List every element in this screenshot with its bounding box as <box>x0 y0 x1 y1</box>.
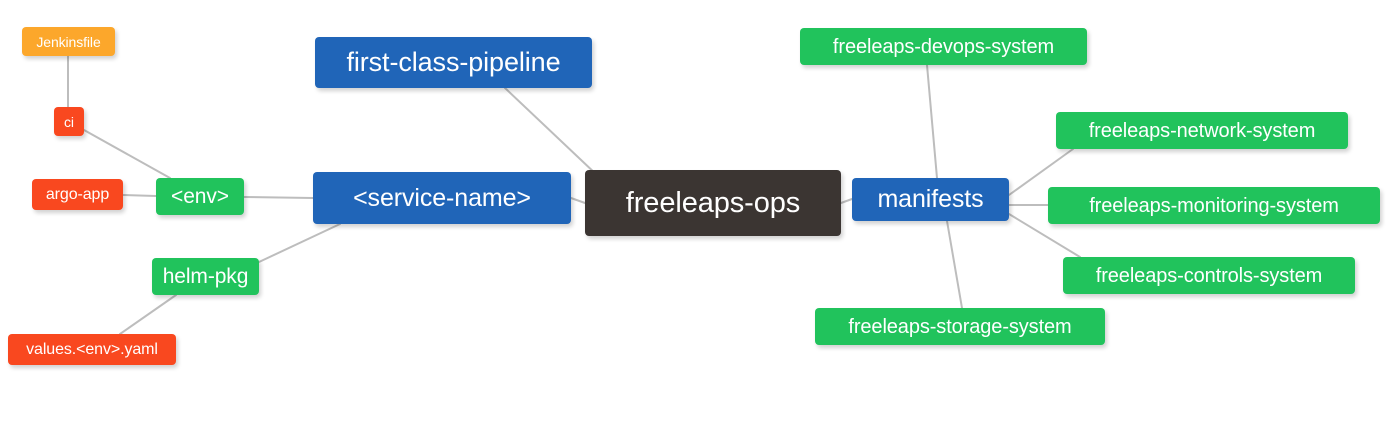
node-label-jenkinsfile: Jenkinsfile <box>36 33 101 50</box>
node-root[interactable]: freeleaps-ops <box>585 170 841 236</box>
edge-service-name-to-helm-pkg <box>258 223 341 263</box>
node-label-freeleaps-devops-system: freeleaps-devops-system <box>832 35 1055 58</box>
edge-manifests-to-freeleaps-storage-system <box>946 220 963 309</box>
edge-root-to-manifests <box>840 198 853 204</box>
node-freeleaps-monitoring-system[interactable]: freeleaps-monitoring-system <box>1048 187 1380 224</box>
edge-env-to-argo-app <box>122 194 157 197</box>
edge-root-to-service-name <box>570 197 586 204</box>
node-label-freeleaps-storage-system: freeleaps-storage-system <box>848 315 1072 338</box>
node-label-helm-pkg: helm-pkg <box>162 265 249 288</box>
node-label-service-name: <service-name> <box>353 183 531 212</box>
node-label-freeleaps-network-system: freeleaps-network-system <box>1088 119 1316 142</box>
node-service-name[interactable]: <service-name> <box>313 172 571 224</box>
node-label-ci: ci <box>64 113 74 130</box>
edge-env-to-ci <box>83 129 171 179</box>
node-helm-pkg[interactable]: helm-pkg <box>152 258 259 295</box>
node-label-first-class-pipeline: first-class-pipeline <box>346 47 561 77</box>
node-manifests[interactable]: manifests <box>852 178 1009 221</box>
node-label-freeleaps-monitoring-system: freeleaps-monitoring-system <box>1089 194 1339 217</box>
node-freeleaps-controls-system[interactable]: freeleaps-controls-system <box>1063 257 1355 294</box>
node-label-freeleaps-controls-system: freeleaps-controls-system <box>1095 264 1323 287</box>
node-argo-app[interactable]: argo-app <box>32 179 123 210</box>
node-label-argo-app: argo-app <box>45 185 110 203</box>
edge-manifests-to-freeleaps-controls-system <box>1008 213 1081 258</box>
node-first-class-pipeline[interactable]: first-class-pipeline <box>315 37 592 88</box>
node-env[interactable]: <env> <box>156 178 244 215</box>
edge-manifests-to-freeleaps-devops-system <box>926 64 938 179</box>
node-jenkinsfile[interactable]: Jenkinsfile <box>22 27 115 56</box>
node-label-manifests: manifests <box>877 185 984 213</box>
edge-manifests-to-freeleaps-network-system <box>1008 148 1074 196</box>
node-label-root: freeleaps-ops <box>625 186 801 219</box>
edge-root-to-first-class-pipeline <box>504 87 599 177</box>
node-values-yaml[interactable]: values.<env>.yaml <box>8 334 176 365</box>
node-label-values-yaml: values.<env>.yaml <box>26 340 158 358</box>
node-freeleaps-storage-system[interactable]: freeleaps-storage-system <box>815 308 1105 345</box>
edge-helm-pkg-to-values-yaml <box>119 294 177 335</box>
edge-service-name-to-env <box>243 196 314 199</box>
node-label-env: <env> <box>171 185 229 208</box>
node-freeleaps-devops-system[interactable]: freeleaps-devops-system <box>800 28 1087 65</box>
node-ci[interactable]: ci <box>54 107 84 136</box>
node-freeleaps-network-system[interactable]: freeleaps-network-system <box>1056 112 1348 149</box>
